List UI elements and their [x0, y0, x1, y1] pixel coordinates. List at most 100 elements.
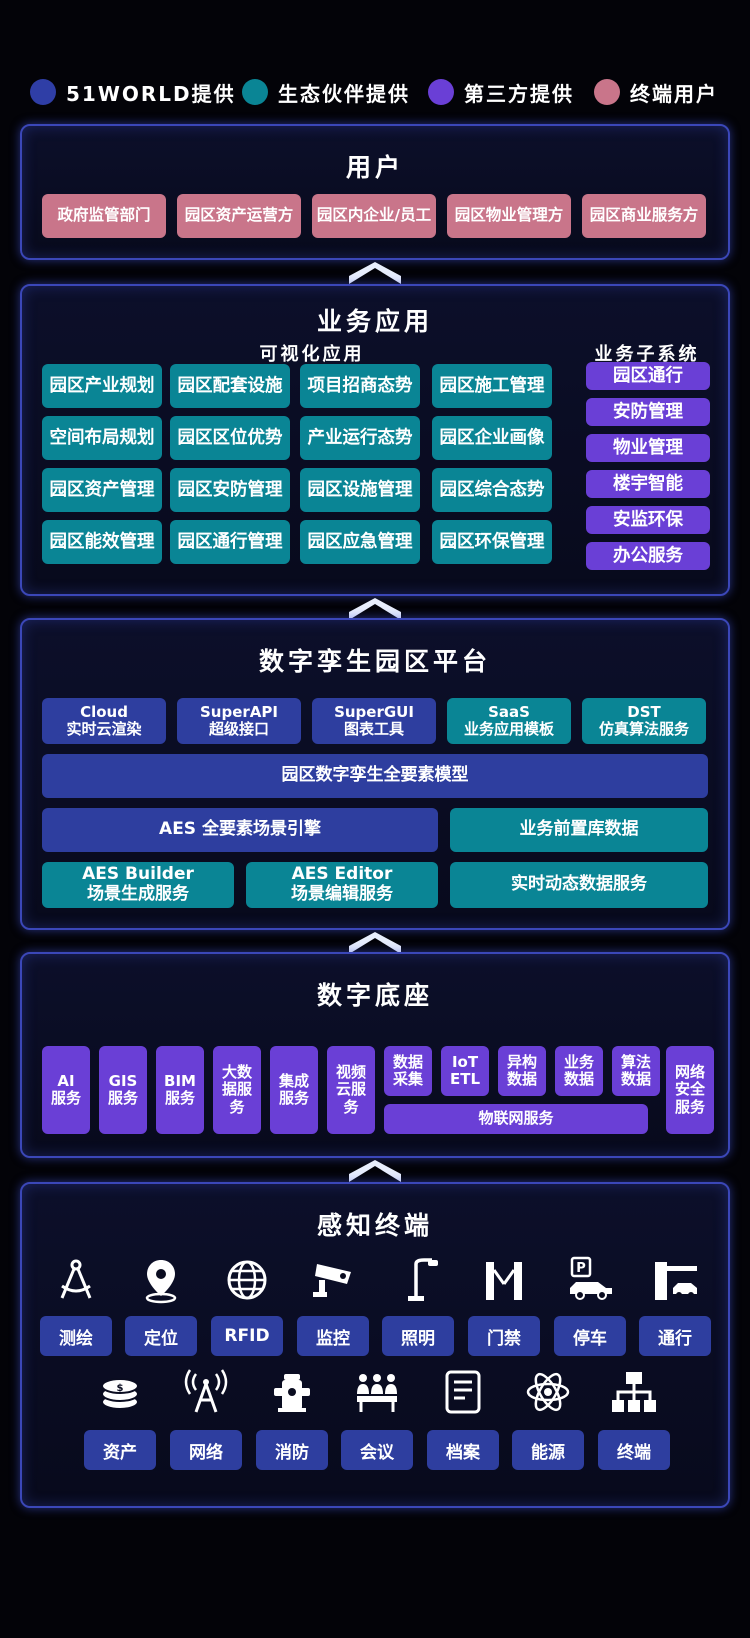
network-security-box: 网络安全服务 [666, 1046, 714, 1134]
net-l2: 安全 [674, 1080, 705, 1099]
legend-dot-third-party [428, 79, 454, 105]
base-service-line: 集成 [278, 1071, 309, 1090]
cctv-camera-icon [309, 1256, 357, 1304]
legend-label-51world: 51WORLD提供 [66, 81, 236, 106]
base-service-line: GIS [108, 1071, 138, 1090]
device-label: 终端 [598, 1430, 670, 1470]
visual-app-item: 园区安防管理 [170, 468, 290, 512]
device-label: 档案 [427, 1430, 499, 1470]
iot-item: 数据采集 [384, 1046, 432, 1096]
legend-item-partner: 生态伙伴提供 [242, 74, 410, 110]
digital-base-title: 数字底座 [316, 981, 433, 1010]
user-asset-operator: 园区资产运营方 [177, 194, 301, 238]
visual-app-item: 园区资产管理 [42, 468, 162, 512]
base-service-line: 视频 [335, 1063, 366, 1082]
legend-item-third-party: 第三方提供 [428, 74, 574, 110]
saas-l1: SaaS [488, 702, 530, 721]
device-label: 通行 [639, 1316, 711, 1356]
atom-icon [524, 1368, 572, 1416]
signal-tower-icon [182, 1368, 230, 1416]
parking-car-icon: P [566, 1256, 614, 1304]
visual-app-item: 园区应急管理 [300, 520, 420, 564]
legend-item-end-user: 终端用户 [594, 74, 718, 110]
device-label: 网络 [170, 1430, 242, 1470]
iot-service-box: 物联网服务 [384, 1104, 648, 1134]
device-label: 定位 [125, 1316, 197, 1356]
iot-item: 算法数据 [612, 1046, 660, 1096]
subsystem-item: 楼宇智能 [586, 470, 710, 498]
subsystem-title: 业务子系统 [594, 344, 700, 365]
device-label: 测绘 [40, 1316, 112, 1356]
net-l3: 服务 [674, 1097, 705, 1116]
visual-app-item: 园区设施管理 [300, 468, 420, 512]
up-arrow-icon [349, 262, 401, 284]
up-arrow-icon [349, 932, 401, 954]
visual-app-item: 产业运行态势 [300, 416, 420, 460]
supergui-l1: SuperGUI [334, 702, 414, 721]
base-service-line: 服务 [50, 1089, 81, 1107]
platform-title: 数字孪生园区平台 [258, 647, 491, 676]
iot-item-l1: IoT [451, 1052, 479, 1071]
coin-stack-icon: $ [96, 1368, 144, 1416]
base-service-item: 视频云服务 [327, 1046, 375, 1134]
aes-builder-l1: AES Builder [82, 864, 194, 885]
subsystem-item: 办公服务 [586, 542, 710, 570]
base-service-line: 务 [229, 1097, 245, 1116]
superapi-l1: SuperAPI [200, 702, 278, 721]
iot-item-l2: ETL [449, 1070, 481, 1088]
visual-app-item: 空间布局规划 [42, 416, 162, 460]
perception-title: 感知终端 [316, 1211, 433, 1240]
subsystem-item: 物业管理 [586, 434, 710, 462]
location-pin-icon [137, 1256, 185, 1304]
legend-dot-partner [242, 79, 268, 105]
visual-app-item: 园区综合态势 [432, 468, 552, 512]
svg-text:P: P [576, 1261, 586, 1276]
base-service-item: 集成服务 [270, 1046, 318, 1134]
meeting-icon [353, 1368, 401, 1416]
device-label: 停车 [554, 1316, 626, 1356]
svg-text:$: $ [117, 1383, 124, 1394]
iot-item: 异构数据 [498, 1046, 546, 1096]
legend: 51WORLD提供 生态伙伴提供 第三方提供 终端用户 [0, 74, 750, 110]
subsystem-item: 安防管理 [586, 398, 710, 426]
fire-hydrant-icon [268, 1368, 316, 1416]
device-label: 能源 [512, 1430, 584, 1470]
users-panel: 用户 政府监管部门 园区资产运营方 园区内企业/员工 园区物业管理方 园区商业服… [20, 124, 730, 260]
base-service-line: 云服 [335, 1080, 366, 1099]
base-service-item: 大数据服务 [213, 1046, 261, 1134]
subsystem-item: 园区通行 [586, 362, 710, 390]
aes-engine-box: AES 全要素场景引擎 [42, 808, 438, 852]
user-commercial: 园区商业服务方 [582, 194, 706, 238]
visual-app-item: 园区通行管理 [170, 520, 290, 564]
user-property: 园区物业管理方 [447, 194, 571, 238]
base-service-line: 服务 [278, 1089, 309, 1107]
prepos-data-box: 业务前置库数据 [450, 808, 708, 852]
user-enterprise: 园区内企业/员工 [312, 194, 436, 238]
superapi-l2: 超级接口 [208, 720, 269, 738]
net-l1: 网络 [674, 1063, 705, 1082]
aes-builder-l2: 场景生成服务 [87, 884, 189, 904]
iot-item-l1: 异构 [506, 1052, 537, 1071]
saas-l2: 业务应用模板 [463, 720, 554, 738]
cloud-l1: Cloud [80, 702, 128, 721]
iot-item-l1: 数据 [392, 1052, 423, 1071]
turnstile-gate-icon [480, 1256, 528, 1304]
iot-item-l2: 采集 [392, 1070, 423, 1088]
legend-label-end-user: 终端用户 [630, 81, 718, 106]
iot-item-l2: 数据 [563, 1070, 594, 1088]
aes-editor-l2: 场景编辑服务 [291, 884, 393, 904]
business-title: 业务应用 [316, 307, 433, 336]
cloud-l2: 实时云渲染 [66, 720, 142, 738]
legend-item-51world: 51WORLD提供 [30, 74, 236, 110]
iot-item-l1: 算法 [620, 1052, 651, 1071]
